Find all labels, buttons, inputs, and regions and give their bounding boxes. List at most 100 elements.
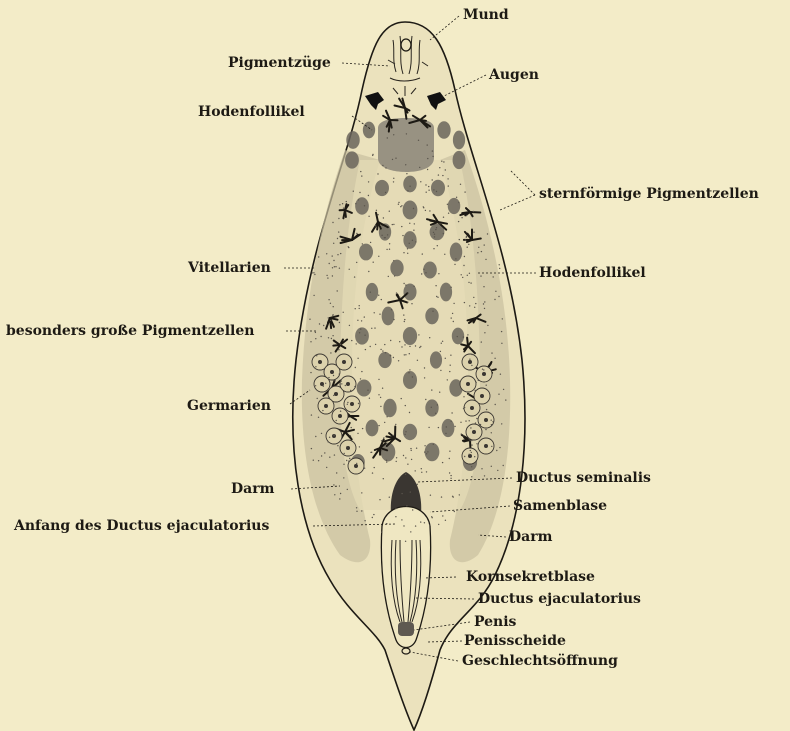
stipple-dot <box>418 140 419 141</box>
stipple-dot <box>419 167 420 168</box>
hodenfollikel-mark <box>423 262 437 279</box>
stipple-dot <box>407 190 408 191</box>
stipple-dot <box>407 253 408 254</box>
stipple-dot <box>437 297 438 298</box>
stipple-dot <box>491 432 492 433</box>
stipple-dot <box>318 460 319 461</box>
stipple-dot <box>415 345 416 346</box>
stipple-dot <box>346 460 347 461</box>
stipple-dot <box>325 383 326 384</box>
stipple-dot <box>431 389 432 390</box>
stipple-dot <box>378 394 379 395</box>
stipple-dot <box>406 505 407 506</box>
germarium-nucleus-mark <box>338 414 342 418</box>
label-augen: Augen <box>489 67 539 83</box>
stipple-dot <box>358 199 359 200</box>
stipple-dot <box>420 521 421 522</box>
stipple-dot <box>406 173 407 174</box>
stipple-dot <box>459 494 460 495</box>
stipple-dot <box>499 264 500 265</box>
stipple-dot <box>362 428 363 429</box>
stipple-dot <box>442 341 443 342</box>
germarium-nucleus-mark <box>470 406 474 410</box>
stipple-dot <box>454 511 455 512</box>
stipple-dot <box>395 508 396 509</box>
stipple-dot <box>421 273 422 274</box>
stipple-dot <box>442 175 443 176</box>
stipple-dot <box>360 328 361 329</box>
stipple-dot <box>404 321 405 322</box>
stipple-dot <box>473 297 474 298</box>
stipple-dot <box>438 524 439 525</box>
stipple-dot <box>395 516 396 517</box>
label-mund: Mund <box>463 7 509 23</box>
stipple-dot <box>351 427 352 428</box>
hodenfollikel-mark <box>382 307 395 326</box>
stipple-dot <box>429 524 430 525</box>
hodenfollikel-mark <box>355 197 369 214</box>
stipple-dot <box>428 190 429 191</box>
stipple-dot <box>476 382 477 383</box>
stipple-dot <box>442 515 443 516</box>
stipple-dot <box>348 461 349 462</box>
stipple-dot <box>499 447 500 448</box>
stipple-dot <box>393 181 394 182</box>
stipple-dot <box>393 134 394 135</box>
stipple-dot <box>356 463 357 464</box>
stipple-dot <box>348 246 349 247</box>
stipple-dot <box>349 458 350 459</box>
stipple-dot <box>497 470 498 471</box>
label-germarien: Germarien <box>187 398 271 414</box>
hodenfollikel-mark <box>437 121 450 139</box>
hodenfollikel-mark <box>383 399 396 418</box>
stipple-dot <box>429 337 430 338</box>
stipple-dot <box>463 408 464 409</box>
stipple-dot <box>337 238 338 239</box>
stipple-dot <box>405 541 406 542</box>
stipple-dot <box>440 370 441 371</box>
stipple-dot <box>314 274 315 275</box>
stipple-dot <box>343 312 344 313</box>
stipple-dot <box>317 398 318 399</box>
stipple-dot <box>360 171 361 172</box>
stipple-dot <box>496 450 497 451</box>
stipple-dot <box>364 316 365 317</box>
stipple-dot <box>435 413 436 414</box>
stipple-dot <box>401 398 402 399</box>
stipple-dot <box>449 458 450 459</box>
stipple-dot <box>389 497 390 498</box>
stipple-dot <box>391 309 392 310</box>
stipple-dot <box>409 186 410 187</box>
hodenfollikel-mark <box>357 380 372 397</box>
stipple-dot <box>503 389 504 390</box>
stipple-dot <box>430 495 431 496</box>
stipple-dot <box>315 385 316 386</box>
stipple-dot <box>383 478 384 479</box>
stipple-dot <box>439 223 440 224</box>
stipple-dot <box>338 218 339 219</box>
stipple-dot <box>356 507 357 508</box>
hodenfollikel-mark <box>440 283 452 302</box>
stipple-dot <box>409 369 410 370</box>
stipple-dot <box>335 266 336 267</box>
stipple-dot <box>486 385 487 386</box>
stipple-dot <box>405 405 406 406</box>
stipple-dot <box>453 303 454 304</box>
label-hodenfollikel-right: Hodenfollikel <box>539 265 646 281</box>
germarium-nucleus-mark <box>350 402 354 406</box>
hodenfollikel-mark <box>452 328 464 345</box>
stipple-dot <box>385 352 386 353</box>
stipple-dot <box>368 181 369 182</box>
stipple-dot <box>404 354 405 355</box>
stipple-dot <box>368 195 369 196</box>
stipple-dot <box>385 237 386 238</box>
stipple-dot <box>471 452 472 453</box>
stipple-dot <box>381 532 382 533</box>
stipple-dot <box>338 349 339 350</box>
stipple-dot <box>354 386 355 387</box>
stipple-dot <box>405 457 406 458</box>
stipple-dot <box>395 424 396 425</box>
hodenfollikel-mark <box>403 424 417 440</box>
stipple-dot <box>415 470 416 471</box>
